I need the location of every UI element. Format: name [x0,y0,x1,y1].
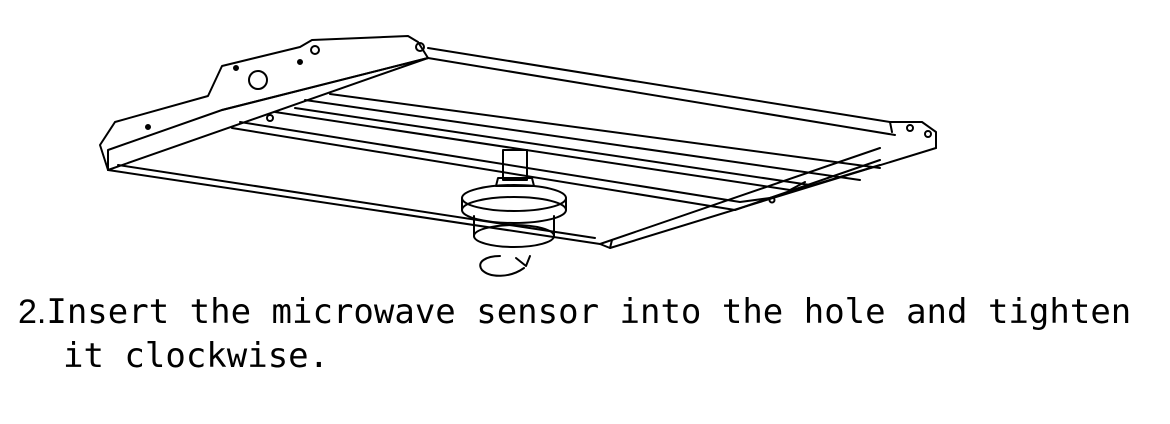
fixture-panels [221,57,881,211]
rotate-clockwise-icon [479,255,531,277]
instruction-line-1: 2.Insert the microwave sensor into the h… [18,290,1168,334]
instruction-text-1: Insert the microwave sensor into the hol… [46,292,1132,332]
instruction-step: 2.Insert the microwave sensor into the h… [18,290,1168,378]
left-end-bracket [99,35,429,171]
instruction-line-2: it clockwise. [63,336,330,376]
highbay-fixture-drawing [99,35,937,277]
step-number: 2. [18,293,47,331]
fixture-frame [107,47,937,249]
microwave-sensor-icon [461,149,567,248]
